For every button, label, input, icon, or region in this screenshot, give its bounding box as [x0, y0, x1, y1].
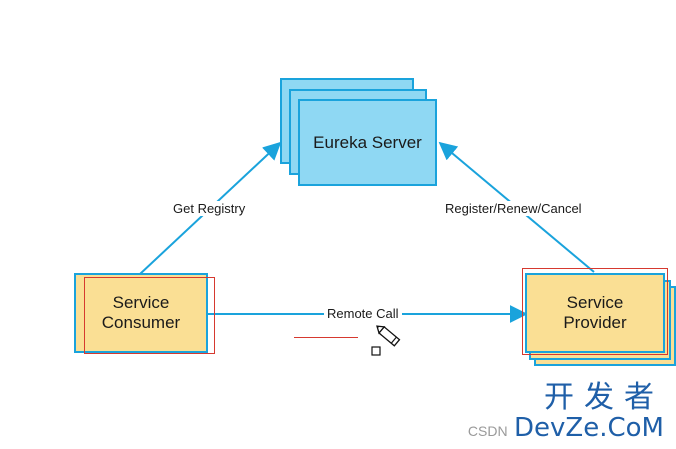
service-provider-layer-front: Service Provider: [525, 273, 665, 353]
register-renew-cancel-label: Register/Renew/Cancel: [442, 201, 585, 216]
annotation-underline: [294, 337, 358, 338]
watermark-brand: DevZe.CoM: [514, 413, 664, 443]
watermark-csdn: CSDN: [467, 423, 508, 439]
remote-call-label: Remote Call: [324, 306, 402, 321]
watermark-chinese: 开发者: [544, 380, 664, 415]
service-consumer-label: Service Consumer: [101, 293, 181, 332]
consumer-annotation-rectangle: [84, 277, 215, 354]
service-provider-label: Service Provider: [563, 293, 627, 332]
eureka-server-layer-front: Eureka Server: [298, 99, 437, 186]
provider-annotation-rectangle: [522, 268, 668, 355]
service-consumer-box: Service Consumer: [74, 273, 208, 353]
get-registry-label: Get Registry: [170, 201, 249, 216]
eureka-server-label: Eureka Server: [313, 132, 422, 152]
watermark: 开发者 CSDN DevZe.CoM: [467, 380, 664, 443]
pencil-cursor-icon: [371, 325, 401, 356]
